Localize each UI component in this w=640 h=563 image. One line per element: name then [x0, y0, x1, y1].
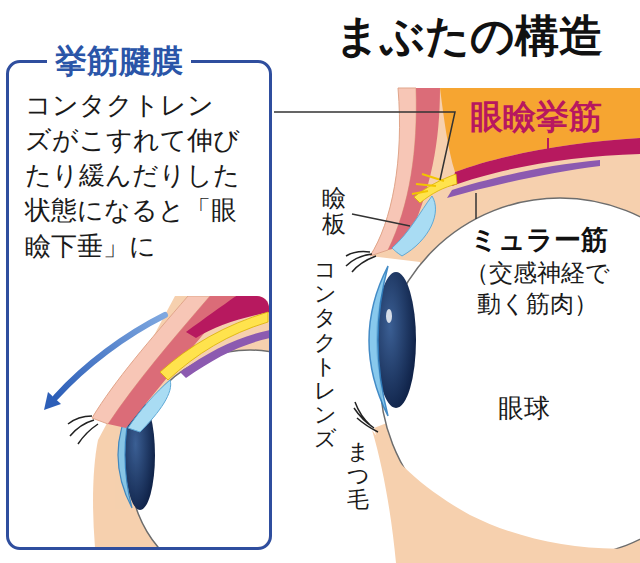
leader-line — [547, 138, 549, 149]
inset-illustration — [44, 296, 269, 547]
label-anchor: まつ毛 — [347, 440, 369, 513]
title-anchor: まぶたの構造 — [335, 10, 603, 63]
muscle-label: 眼瞼挙筋 — [470, 96, 602, 139]
part-label: 眼球 — [498, 392, 550, 426]
aponeurosis-fibers — [412, 174, 444, 194]
label-anchor: 瞼板 — [322, 185, 346, 238]
label-anchor: （交感神経で動く筋肉） — [461, 258, 615, 320]
note-label: （交感神経で動く筋肉） — [461, 258, 615, 320]
box-body: コンタクトレンズがこすれて伸びたり緩んだりした状態になると「眼瞼下垂」に — [25, 88, 241, 263]
label-anchor: ミュラー筋 — [470, 222, 608, 257]
part-label: コンタクトレンズ — [314, 258, 336, 452]
label-anchor: コンタクトレンズ — [314, 258, 336, 452]
diagram-title: まぶたの構造 — [335, 10, 603, 63]
upper-lashes — [346, 252, 376, 273]
leader-line — [475, 193, 477, 219]
label-anchor: 眼瞼挙筋 — [470, 96, 602, 139]
lower-eyelid — [372, 430, 640, 563]
contact-lens — [369, 266, 388, 416]
box-heading: 挙筋腱膜 — [47, 42, 191, 80]
part-label: 瞼板 — [322, 185, 346, 238]
droop-arrow — [56, 315, 165, 397]
leader-line — [352, 214, 410, 226]
part-label: まつ毛 — [347, 440, 369, 513]
lower-lashes — [354, 402, 378, 432]
muller-muscle — [180, 330, 269, 378]
muller-muscle — [447, 160, 600, 198]
leader-line — [274, 112, 455, 180]
arrow-head — [44, 392, 61, 410]
levator-muscle — [452, 138, 640, 186]
label-anchor: 眼球 — [498, 392, 550, 426]
cornea-highlight — [386, 309, 392, 323]
muscle-label: ミュラー筋 — [470, 222, 608, 257]
upper-lashes — [68, 416, 98, 444]
callout-box: 挙筋腱膜コンタクトレンズがこすれて伸びたり緩んだりした状態になると「眼瞼下垂」に — [6, 60, 272, 550]
tarsal-plate — [128, 380, 171, 432]
tarsal-plate — [392, 196, 435, 256]
stretched-aponeurosis — [160, 312, 268, 380]
